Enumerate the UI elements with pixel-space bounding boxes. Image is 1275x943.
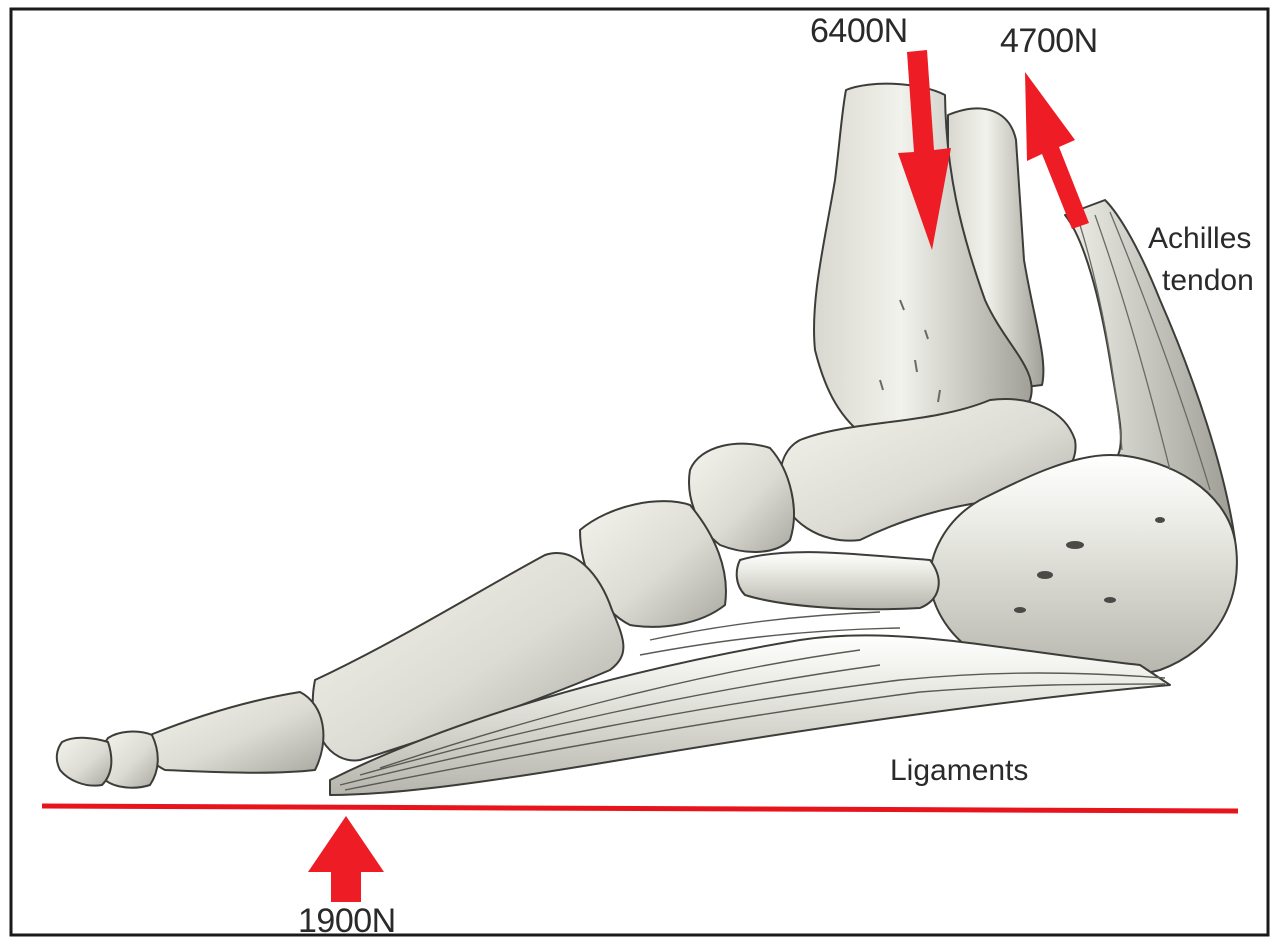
ligaments-label: Ligaments	[890, 754, 1028, 787]
achilles-pull-label: 4700N	[1000, 22, 1098, 60]
ground-reaction-label: 1900N	[298, 902, 396, 940]
achilles-tendon-label-line2: tendon	[1162, 264, 1254, 297]
cuboid-bone	[737, 552, 939, 609]
tibia-load-label: 6400N	[810, 12, 908, 50]
achilles-tendon-label-line1: Achilles	[1148, 222, 1251, 255]
